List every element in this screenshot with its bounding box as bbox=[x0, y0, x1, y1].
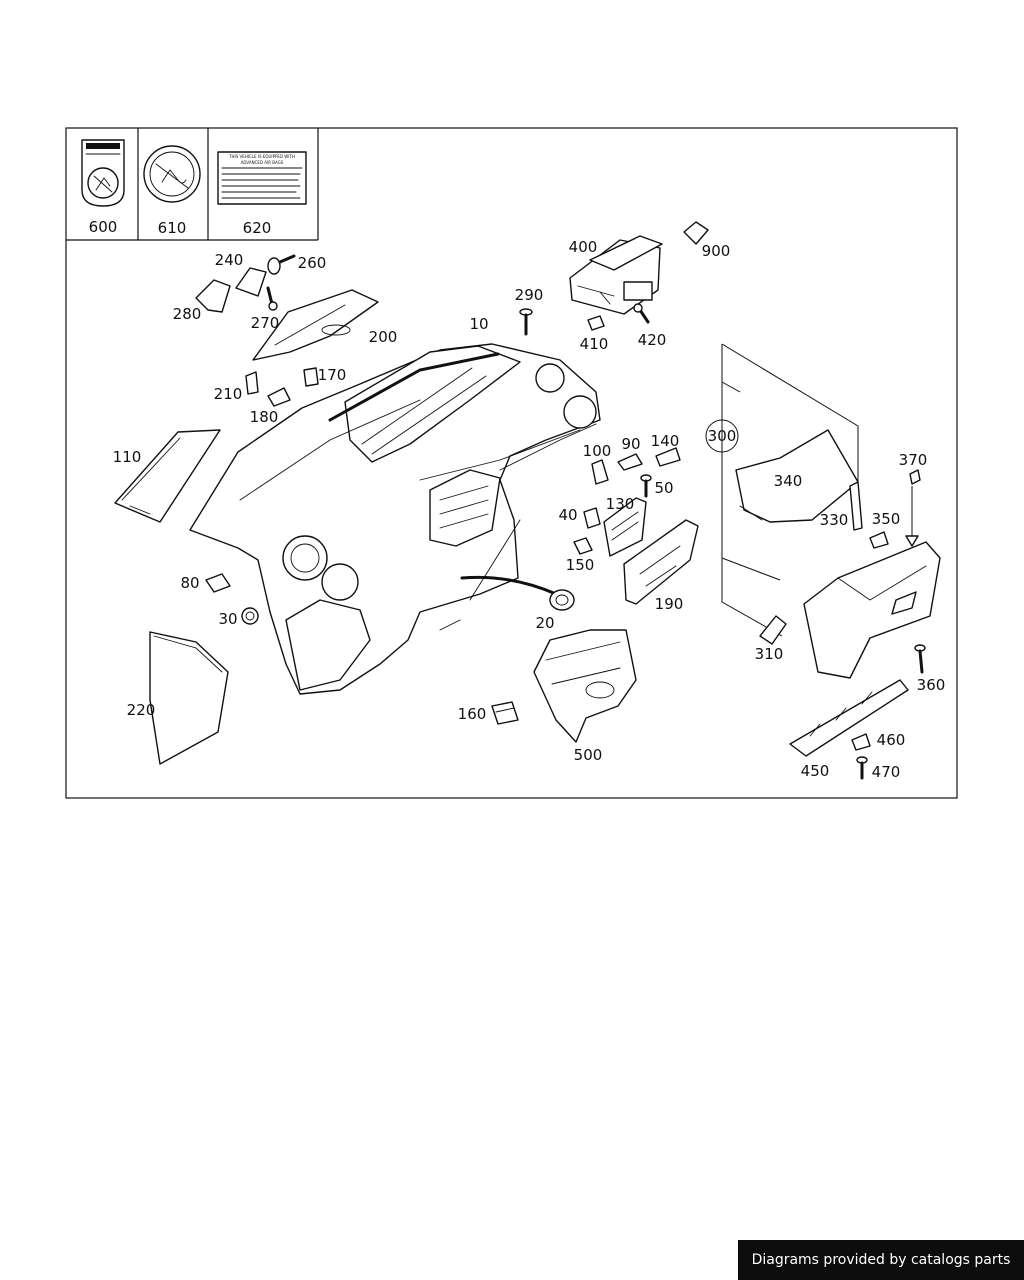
part-460-clip bbox=[851, 733, 871, 751]
part-110-cover bbox=[114, 429, 221, 523]
part-50-screw bbox=[640, 474, 652, 498]
part-500-instrument-cluster bbox=[533, 629, 637, 743]
label-inset-table bbox=[66, 128, 319, 241]
label-600-warning-sticker bbox=[81, 139, 125, 207]
callout-500: 500 bbox=[574, 746, 603, 764]
part-340-cable bbox=[735, 429, 859, 523]
callout-350: 350 bbox=[872, 510, 901, 528]
part-290-screw bbox=[519, 308, 533, 336]
callout-310: 310 bbox=[755, 645, 784, 663]
diagram-credit-footer: Diagrams provided by catalogs parts bbox=[738, 1240, 1024, 1280]
callout-160: 160 bbox=[458, 705, 487, 723]
part-210-clip bbox=[245, 371, 259, 395]
callout-140: 140 bbox=[651, 432, 680, 450]
callout-190: 190 bbox=[655, 595, 684, 613]
part-20-grommet bbox=[460, 575, 575, 611]
callout-340: 340 bbox=[774, 472, 803, 490]
callout-220: 220 bbox=[127, 701, 156, 719]
part-280-bracket bbox=[195, 279, 231, 313]
part-30-nut bbox=[241, 607, 259, 625]
callout-80: 80 bbox=[180, 574, 199, 592]
callout-400: 400 bbox=[569, 238, 598, 256]
part-90-clip bbox=[617, 453, 643, 471]
callout-170: 170 bbox=[318, 366, 347, 384]
callout-200: 200 bbox=[369, 328, 398, 346]
part-100-clip bbox=[591, 459, 609, 485]
part-240-bracket bbox=[235, 267, 267, 297]
callout-90: 90 bbox=[621, 435, 640, 453]
part-220-side-panel bbox=[149, 631, 229, 765]
label-620-line2: ADVANCED AIR BAGS bbox=[241, 160, 284, 165]
part-420-screw bbox=[633, 303, 650, 324]
callout-470: 470 bbox=[872, 763, 901, 781]
part-170-clip bbox=[303, 367, 319, 387]
part-180-clip bbox=[267, 387, 291, 407]
callout-330: 330 bbox=[820, 511, 849, 529]
part-450-bracket-strip bbox=[789, 679, 909, 757]
callout-600: 600 bbox=[89, 218, 118, 236]
part-150-clip bbox=[573, 537, 593, 555]
part-160-connector bbox=[491, 701, 519, 725]
callout-460: 460 bbox=[877, 731, 906, 749]
part-350-clip bbox=[869, 531, 889, 549]
callout-280: 280 bbox=[173, 305, 202, 323]
callout-20: 20 bbox=[535, 614, 554, 632]
part-330-switch bbox=[849, 481, 863, 531]
callout-210: 210 bbox=[214, 385, 243, 403]
diagram-frame bbox=[65, 127, 958, 799]
part-900-label bbox=[683, 221, 709, 245]
callout-130: 130 bbox=[606, 495, 635, 513]
part-360-screw bbox=[914, 644, 926, 674]
callout-30: 30 bbox=[218, 610, 237, 628]
part-370-arrow bbox=[905, 469, 921, 547]
callout-labels: 600 610 620 10 20 30 40 50 80 90 100 110… bbox=[89, 218, 946, 781]
callout-300-circle bbox=[705, 419, 739, 453]
callout-110: 110 bbox=[113, 448, 142, 466]
callout-150: 150 bbox=[566, 556, 595, 574]
part-130-bracket bbox=[603, 497, 647, 557]
part-260-screw bbox=[267, 254, 296, 275]
callout-270: 270 bbox=[251, 314, 280, 332]
callout-900: 900 bbox=[702, 242, 731, 260]
part-470-screw bbox=[856, 756, 868, 780]
part-270-screw bbox=[266, 286, 278, 311]
callout-260: 260 bbox=[298, 254, 327, 272]
callout-240: 240 bbox=[215, 251, 244, 269]
part-300-glovebox bbox=[803, 541, 941, 679]
callout-10: 10 bbox=[469, 315, 488, 333]
callout-100: 100 bbox=[583, 442, 612, 460]
callout-360: 360 bbox=[917, 676, 946, 694]
part-190-panel bbox=[623, 519, 699, 605]
callout-300: 300 bbox=[708, 427, 737, 445]
label-610-round-sticker bbox=[143, 145, 201, 203]
part-10-dashboard bbox=[189, 343, 601, 695]
part-400-airbag-module bbox=[569, 235, 663, 315]
label-620-airbag-notice: THIS VEHICLE IS EQUIPPED WITH ADVANCED A… bbox=[217, 151, 307, 205]
part-310-latch bbox=[759, 615, 787, 645]
callout-620: 620 bbox=[243, 219, 272, 237]
callout-420: 420 bbox=[638, 331, 667, 349]
label-620-line1: THIS VEHICLE IS EQUIPPED WITH bbox=[228, 154, 295, 159]
callout-180: 180 bbox=[250, 408, 279, 426]
part-200-top-cover bbox=[252, 289, 379, 361]
callout-410: 410 bbox=[580, 335, 609, 353]
callout-450: 450 bbox=[801, 762, 830, 780]
callout-370: 370 bbox=[899, 451, 928, 469]
callout-610: 610 bbox=[158, 219, 187, 237]
part-40-clip bbox=[583, 507, 601, 529]
callout-50: 50 bbox=[654, 479, 673, 497]
callout-290: 290 bbox=[515, 286, 544, 304]
part-140-clip bbox=[655, 447, 681, 467]
part-80-clip bbox=[205, 573, 231, 593]
callout-40: 40 bbox=[558, 506, 577, 524]
part-410-nut bbox=[587, 315, 605, 331]
